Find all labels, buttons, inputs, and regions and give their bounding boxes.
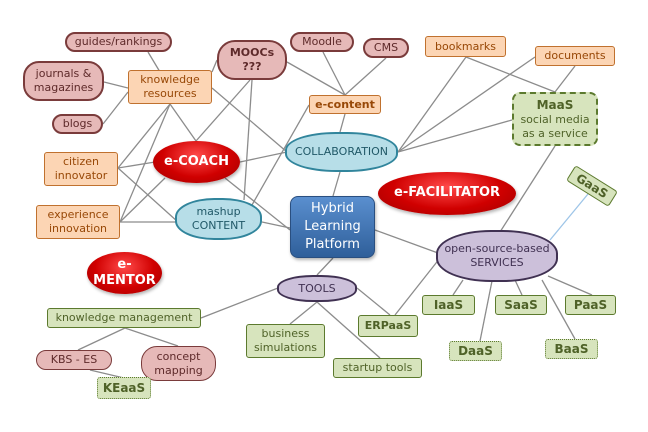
node-guides-rankings: guides/rankings: [65, 32, 172, 52]
node-concept-mapping: concept mapping: [141, 346, 216, 381]
node-business-simulations: business simulations: [246, 324, 325, 358]
node-startup-tools: startup tools: [333, 358, 422, 378]
node-kbs-es: KBS - ES: [36, 350, 112, 370]
hub-hybrid-learning-platform: Hybrid Learning Platform: [290, 196, 375, 258]
node-knowledge-management: knowledge management: [47, 308, 201, 328]
node-moocs: MOOCs ???: [217, 40, 287, 80]
node-daas: DaaS: [449, 341, 502, 361]
role-e-facilitator: e-FACILITATOR: [378, 172, 516, 215]
node-citizen-innovator: citizen innovator: [44, 152, 118, 186]
node-e-content: e-content: [309, 95, 381, 114]
maas-title: MaaS: [536, 97, 574, 112]
node-baas: BaaS: [545, 339, 598, 359]
services-line1: open-source-based: [444, 242, 550, 256]
hub-line2: Learning: [304, 218, 361, 234]
moocs-question: ???: [242, 60, 262, 73]
node-documents: documents: [535, 46, 615, 66]
hub-line1: Hybrid: [311, 200, 354, 216]
node-bookmarks: bookmarks: [425, 36, 506, 57]
hub-line3: Platform: [305, 237, 360, 253]
node-moodle: Moodle: [290, 32, 354, 52]
node-blogs: blogs: [52, 114, 103, 134]
maas-line2: social media: [520, 112, 590, 126]
maas-line3: as a service: [522, 126, 588, 140]
mashup-line1: mashup: [196, 205, 241, 219]
mashup-line2: CONTENT: [191, 219, 246, 232]
cloud-open-source-services: open-source-based SERVICES: [436, 230, 558, 282]
cloud-collaboration: COLLABORATION: [285, 132, 398, 172]
cloud-tools: TOOLS: [277, 275, 357, 302]
node-keaas: KEaaS: [97, 377, 151, 399]
role-e-mentor: e-MENTOR: [87, 252, 162, 294]
moocs-label: MOOCs: [229, 46, 275, 60]
node-cms: CMS: [363, 38, 409, 58]
node-iaas: IaaS: [422, 295, 475, 315]
node-erpaas: ERPaaS: [358, 315, 418, 337]
role-e-coach: e-COACH: [153, 141, 240, 183]
node-knowledge-resources: knowledge resources: [128, 70, 212, 104]
services-line2: SERVICES: [470, 256, 524, 269]
node-paas: PaaS: [565, 295, 616, 315]
node-maas: MaaS social media as a service: [512, 92, 598, 146]
cloud-mashup-content: mashup CONTENT: [175, 198, 262, 240]
node-journals-magazines: journals & magazines: [23, 61, 104, 101]
node-saas: SaaS: [495, 295, 547, 315]
node-experience-innovation: experience innovation: [36, 205, 120, 239]
